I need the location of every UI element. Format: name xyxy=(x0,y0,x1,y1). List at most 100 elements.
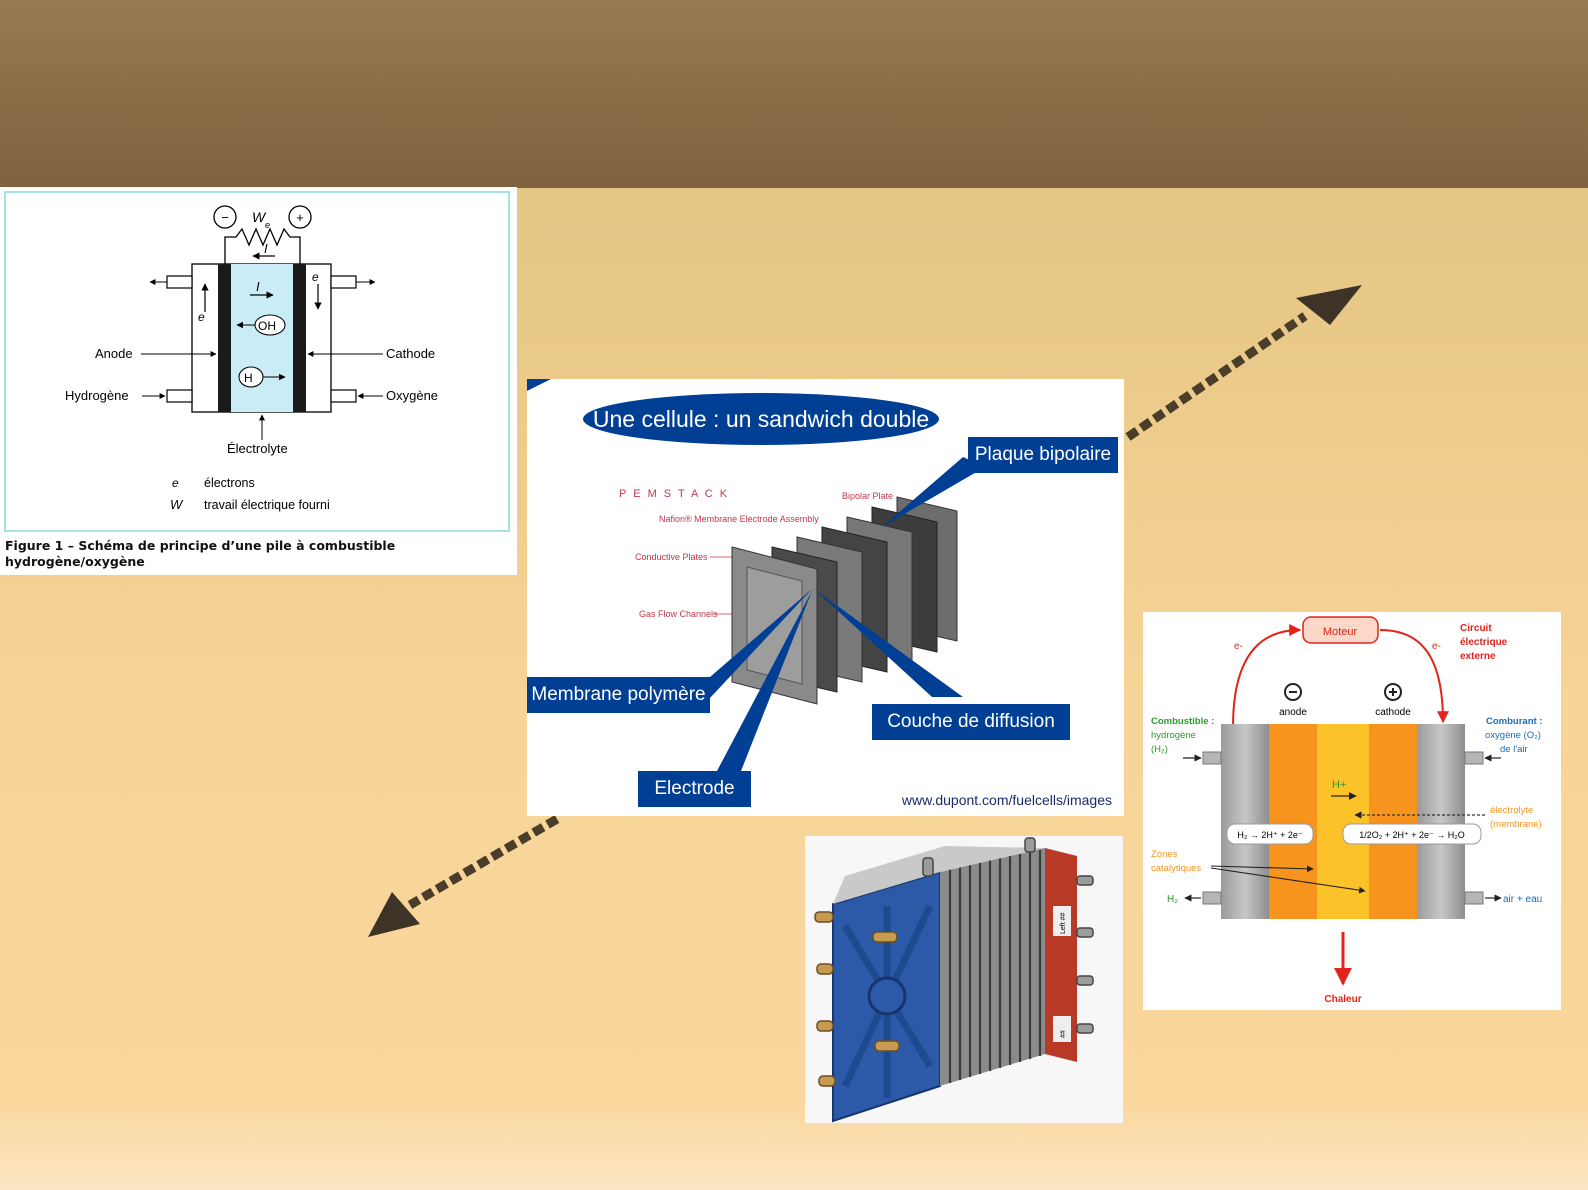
heat-label: Chaleur xyxy=(1324,994,1361,1005)
electron-left-label: e- xyxy=(1234,641,1243,652)
anode-electrode xyxy=(218,264,231,412)
catalytic-zones-label-2: catalytiques xyxy=(1151,863,1201,874)
current-label-internal: I xyxy=(256,279,260,294)
h2-outlet-port xyxy=(1202,891,1222,905)
electron-right-label: e xyxy=(312,270,319,284)
bolts xyxy=(922,837,1094,1034)
nafion-label: Nafion® Membrane Electrode Assembly xyxy=(659,514,819,524)
hydroxide-ion-label: OH xyxy=(258,319,276,333)
stack-label-tag-1 xyxy=(1053,906,1071,936)
electrolyte-label-2: (membrane) xyxy=(1490,819,1542,830)
pem-stack-illustration: P E M S T A C K Bipolar Plate Nafion® Me… xyxy=(527,379,985,771)
air-water-label: air + eau xyxy=(1503,894,1542,905)
caption-line-2: hydrogène/oxygène xyxy=(5,554,145,569)
fuel-cell-stack-photo: Left ## ## xyxy=(805,836,1123,1123)
cathode-label: cathode xyxy=(1375,707,1411,718)
conductive-plates-label: Conductive Plates xyxy=(635,552,708,562)
red-end-plate xyxy=(1045,848,1077,1062)
anode-minus-icon xyxy=(1284,683,1302,701)
arrow-lower-left xyxy=(368,815,560,937)
stack-label-1: Left ## xyxy=(1060,912,1067,934)
bipolar-plate-callout: Plaque bipolaire xyxy=(968,437,1118,473)
fuel-cell-principle-figure: − + W e I e e I OH H Anod xyxy=(0,187,517,575)
figure-caption: Figure 1 – Schéma de principe d’une pile… xyxy=(5,538,395,570)
title-band xyxy=(0,0,1588,188)
anode-label: Anode xyxy=(95,346,133,361)
legend-electron-text: électrons xyxy=(204,476,255,490)
plus-sign: + xyxy=(296,210,304,225)
fittings xyxy=(814,911,900,1087)
stack-top xyxy=(833,846,1045,904)
o2-inlet-port xyxy=(1464,751,1484,765)
gas-flow-label: Gas Flow Channels xyxy=(639,609,718,619)
h2-inlet-port xyxy=(1202,751,1222,765)
anode-plate xyxy=(1221,724,1269,919)
circuit-label-1: Circuit xyxy=(1460,623,1492,634)
catalytic-pointer-cathode xyxy=(1210,867,1366,894)
oxidant-label-1: Comburant : xyxy=(1486,716,1542,727)
oxidant-label-3: de l'air xyxy=(1500,744,1528,755)
hydrogen-inlet-port xyxy=(166,389,193,403)
principle-diagram: − + W e I e e I OH H Anod xyxy=(65,205,438,512)
diffusion-pointer xyxy=(814,589,963,697)
arrow-upper-right xyxy=(1125,285,1362,441)
image-credit: www.dupont.com/fuelcells/images xyxy=(901,792,1112,808)
stack-illustration: Left ## ## xyxy=(814,837,1094,1123)
fuel-label-2: hydrogène xyxy=(1151,730,1196,741)
anode-outlet-port xyxy=(166,275,193,289)
minus-sign: − xyxy=(221,210,229,225)
circuit-label-2: électrique xyxy=(1460,637,1508,648)
we-symbol: W xyxy=(252,209,267,225)
stack-label-tag-2 xyxy=(1053,1016,1071,1042)
minus-terminal-icon xyxy=(213,205,237,229)
cathode-plate xyxy=(1417,724,1465,919)
we-subscript: e xyxy=(265,220,270,230)
legend-we-symbol: W xyxy=(170,497,184,512)
fuel-cell-operation-figure: Moteur e- e- Circuit électrique externe … xyxy=(1143,612,1561,1010)
anode-label: anode xyxy=(1279,707,1307,718)
oxygen-label: Oxygène xyxy=(386,388,438,403)
caption-line-1: Figure 1 – Schéma de principe d’une pile… xyxy=(5,538,396,553)
proton-label: H+ xyxy=(1332,779,1346,791)
bipolar-pointer xyxy=(882,457,985,527)
electrolyte-label-1: électrolyte xyxy=(1490,805,1533,816)
membrane-pointer xyxy=(709,589,812,699)
legend-electron-symbol: e xyxy=(172,476,179,490)
fin-lines xyxy=(948,850,1042,1083)
air-outlet-port xyxy=(1464,891,1484,905)
oxygen-inlet-port xyxy=(330,389,357,403)
pem-stack-label: P E M S T A C K xyxy=(619,488,729,500)
external-resistor xyxy=(224,227,301,264)
legend-we-text: travail électrique fourni xyxy=(204,498,330,512)
hydrogen-label: Hydrogène xyxy=(65,388,129,403)
cathode-label: Cathode xyxy=(386,346,435,361)
circuit-left-wire xyxy=(1232,624,1302,728)
membrane-layer xyxy=(1317,724,1369,919)
cathode-plus-icon xyxy=(1384,683,1402,701)
electron-left-label: e xyxy=(198,310,205,324)
h2-outlet-label: H₂ xyxy=(1167,894,1178,905)
cathode-electrode xyxy=(293,264,306,412)
end-plate-hub xyxy=(867,976,907,1016)
bipolar-plate-label: Bipolar Plate xyxy=(842,491,893,501)
anode-reaction-box xyxy=(1226,823,1314,845)
electron-right-label: e- xyxy=(1432,641,1441,652)
pem-sandwich-figure: P E M S T A C K Bipolar Plate Nafion® Me… xyxy=(527,379,1124,816)
cell-fins xyxy=(940,848,1045,1086)
electrolyte-label: Électrolyte xyxy=(227,441,288,456)
anode-reaction: H₂ → 2H⁺ + 2e⁻ xyxy=(1237,830,1303,840)
electrode-pointer xyxy=(717,591,812,771)
fuel-label-1: Combustible : xyxy=(1151,716,1214,727)
cathode-catalyst xyxy=(1369,724,1417,919)
oxidant-label-2: oxygène (O₂) xyxy=(1485,730,1541,741)
pem-title: Une cellule : un sandwich double xyxy=(583,393,939,445)
fuel-label-3: (H₂) xyxy=(1151,744,1168,755)
circuit-label-3: externe xyxy=(1460,651,1496,662)
figure-frame xyxy=(4,191,510,532)
cathode-outlet-port xyxy=(330,275,357,289)
electrode-callout: Electrode xyxy=(638,771,751,807)
membrane-callout: Membrane polymère xyxy=(527,677,710,713)
stack-label-2: ## xyxy=(1060,1030,1067,1038)
diffusion-callout: Couche de diffusion xyxy=(872,704,1070,740)
